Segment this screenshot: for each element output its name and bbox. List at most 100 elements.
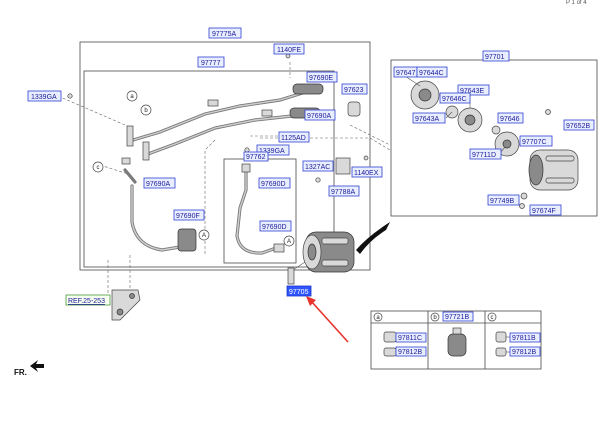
svg-text:97812B: 97812B: [512, 349, 536, 356]
svg-text:97762: 97762: [246, 154, 266, 161]
label-97705-highlighted[interactable]: 97705: [286, 285, 312, 297]
label-97647[interactable]: 97647: [393, 66, 418, 78]
detail-table: [370, 310, 542, 370]
bolt-1339GA-mid: [244, 147, 250, 153]
label-97777[interactable]: 97777: [197, 56, 225, 68]
callout-c-table: c: [487, 312, 497, 322]
label-97690A-left[interactable]: 97690A: [143, 177, 176, 189]
svg-text:97690D: 97690D: [262, 224, 287, 231]
label-97812B-c[interactable]: 97812B: [509, 346, 541, 357]
svg-text:97674F: 97674F: [532, 208, 556, 215]
svg-text:97811B: 97811B: [512, 335, 536, 342]
label-97788A[interactable]: 97788A: [328, 185, 360, 197]
label-97623[interactable]: 97623: [341, 83, 368, 95]
svg-text:97646: 97646: [500, 116, 520, 123]
svg-text:97788A: 97788A: [331, 189, 355, 196]
fitting-b: [142, 141, 150, 161]
svg-text:97705: 97705: [289, 289, 309, 296]
label-97812B-a[interactable]: 97812B: [395, 346, 427, 357]
svg-text:97777: 97777: [201, 60, 221, 67]
label-97644C[interactable]: 97644C: [416, 66, 448, 78]
svg-text:A: A: [287, 239, 291, 245]
bolt-compressor: [287, 267, 295, 285]
svg-text:97643A: 97643A: [415, 116, 439, 123]
bracket-97788A: [335, 157, 351, 175]
label-97690F[interactable]: 97690F: [173, 209, 205, 221]
svg-text:97652B: 97652B: [566, 123, 590, 130]
frame-97762: [223, 158, 297, 264]
muffler-97690F: [177, 228, 197, 252]
part-97623: [347, 101, 361, 117]
detail-c-parts: [495, 331, 512, 357]
label-97690D-low[interactable]: 97690D: [259, 220, 292, 232]
label-97690A-top[interactable]: 97690A: [304, 109, 336, 121]
svg-text:97701: 97701: [485, 54, 505, 61]
label-1125AD[interactable]: 1125AD: [278, 131, 310, 143]
frame-97777: [83, 70, 335, 268]
svg-text:97623: 97623: [344, 87, 364, 94]
corner-page-text: P 1 of 4: [566, 0, 587, 6]
svg-text:A: A: [202, 233, 206, 239]
label-1140EX[interactable]: 1140EX: [351, 166, 383, 178]
detail-b-parts: [447, 327, 467, 357]
svg-text:1327AC: 1327AC: [305, 164, 330, 171]
label-97646[interactable]: 97646: [497, 112, 524, 124]
svg-text:97690E: 97690E: [309, 75, 333, 82]
svg-text:97644C: 97644C: [419, 70, 444, 77]
label-97811B[interactable]: 97811B: [509, 332, 541, 343]
fitting-a: [126, 125, 134, 147]
arrow-icon: [30, 360, 44, 372]
front-direction-marker: FR.: [14, 360, 44, 377]
label-1339GA-mid[interactable]: 1339GA: [256, 144, 290, 156]
svg-text:1140FE: 1140FE: [277, 47, 301, 54]
frame-97775A: [79, 41, 371, 271]
label-97643A[interactable]: 97643A: [412, 112, 446, 124]
label-97674F[interactable]: 97674F: [529, 204, 562, 216]
svg-text:c: c: [491, 315, 494, 321]
svg-text:a: a: [376, 315, 380, 321]
hose-97690E: [292, 83, 324, 95]
svg-text:1140EX: 1140EX: [354, 170, 379, 177]
svg-text:97646C: 97646C: [442, 96, 467, 103]
label-97701[interactable]: 97701: [482, 50, 510, 62]
label-ref-25-253[interactable]: REF.25-253: [65, 294, 111, 306]
svg-text:97647: 97647: [396, 70, 416, 77]
label-97762[interactable]: 97762: [243, 151, 269, 162]
svg-text:97721B: 97721B: [445, 314, 469, 321]
bolt-1327AC: [315, 177, 321, 183]
label-97707C[interactable]: 97707C: [519, 135, 553, 147]
svg-text:1125AD: 1125AD: [281, 135, 306, 142]
label-97811C[interactable]: 97811C: [395, 332, 427, 343]
svg-text:1339GA: 1339GA: [259, 148, 285, 155]
bolt-1339GA-left: [67, 93, 73, 99]
svg-text:c: c: [97, 165, 100, 171]
label-97652B[interactable]: 97652B: [563, 119, 595, 131]
label-1140FE[interactable]: 1140FE: [273, 43, 305, 55]
label-97775A[interactable]: 97775A: [208, 27, 242, 39]
label-97646C[interactable]: 97646C: [439, 92, 471, 104]
svg-text:97690A: 97690A: [307, 113, 331, 120]
bolt-1140FE: [285, 53, 291, 59]
svg-text:b: b: [433, 315, 437, 321]
label-97690D-top[interactable]: 97690D: [258, 177, 291, 189]
label-97749B[interactable]: 97749B: [487, 194, 520, 206]
compressor-exploded: [410, 80, 579, 209]
label-1339GA-left[interactable]: 1339GA: [27, 90, 62, 102]
svg-text:a: a: [130, 94, 134, 100]
callout-c: c: [92, 161, 104, 173]
svg-text:b: b: [144, 108, 148, 114]
label-97690E[interactable]: 97690E: [306, 71, 338, 83]
svg-text:97711D: 97711D: [472, 152, 496, 159]
svg-text:97643E: 97643E: [460, 88, 484, 95]
label-97711D[interactable]: 97711D: [469, 148, 502, 160]
label-97721B[interactable]: 97721B: [442, 311, 474, 322]
bracket-ref-25-253: [111, 289, 141, 321]
callout-a: a: [126, 90, 138, 102]
label-97643E[interactable]: 97643E: [457, 84, 490, 96]
callout-a-table: a: [373, 312, 383, 322]
svg-text:FR.: FR.: [14, 368, 27, 377]
callout-A-left: A: [198, 229, 210, 241]
label-1327AC[interactable]: 1327AC: [302, 160, 334, 172]
